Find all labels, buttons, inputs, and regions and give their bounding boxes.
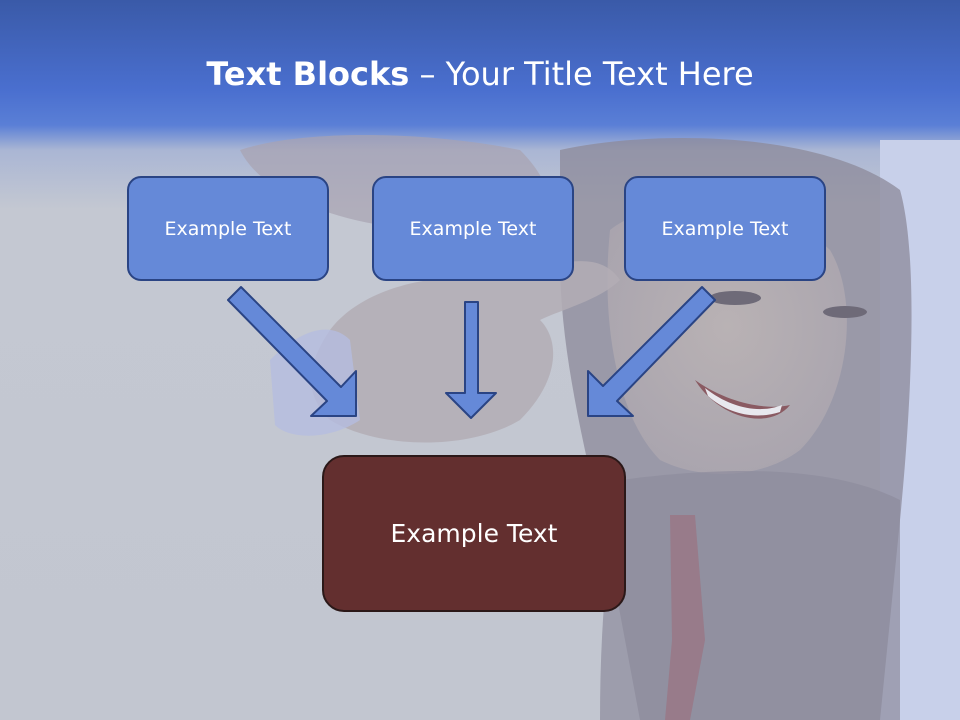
text-block-result: Example Text [322, 455, 626, 612]
arrow-left-diagonal [227, 286, 357, 417]
text-block-left-label: Example Text [164, 217, 292, 240]
text-block-center: Example Text [372, 176, 574, 281]
arrow-center-down [445, 301, 497, 419]
text-block-right-label: Example Text [661, 217, 789, 240]
text-block-right: Example Text [624, 176, 826, 281]
slide-title: Text Blocks – Your Title Text Here [0, 55, 960, 93]
title-rest-text: Your Title Text Here [445, 55, 754, 93]
text-block-left: Example Text [127, 176, 329, 281]
title-separator: – [419, 55, 436, 93]
title-bold-text: Text Blocks [206, 55, 410, 93]
text-block-center-label: Example Text [409, 217, 537, 240]
arrow-right-diagonal [587, 286, 716, 417]
text-block-result-label: Example Text [390, 519, 558, 548]
